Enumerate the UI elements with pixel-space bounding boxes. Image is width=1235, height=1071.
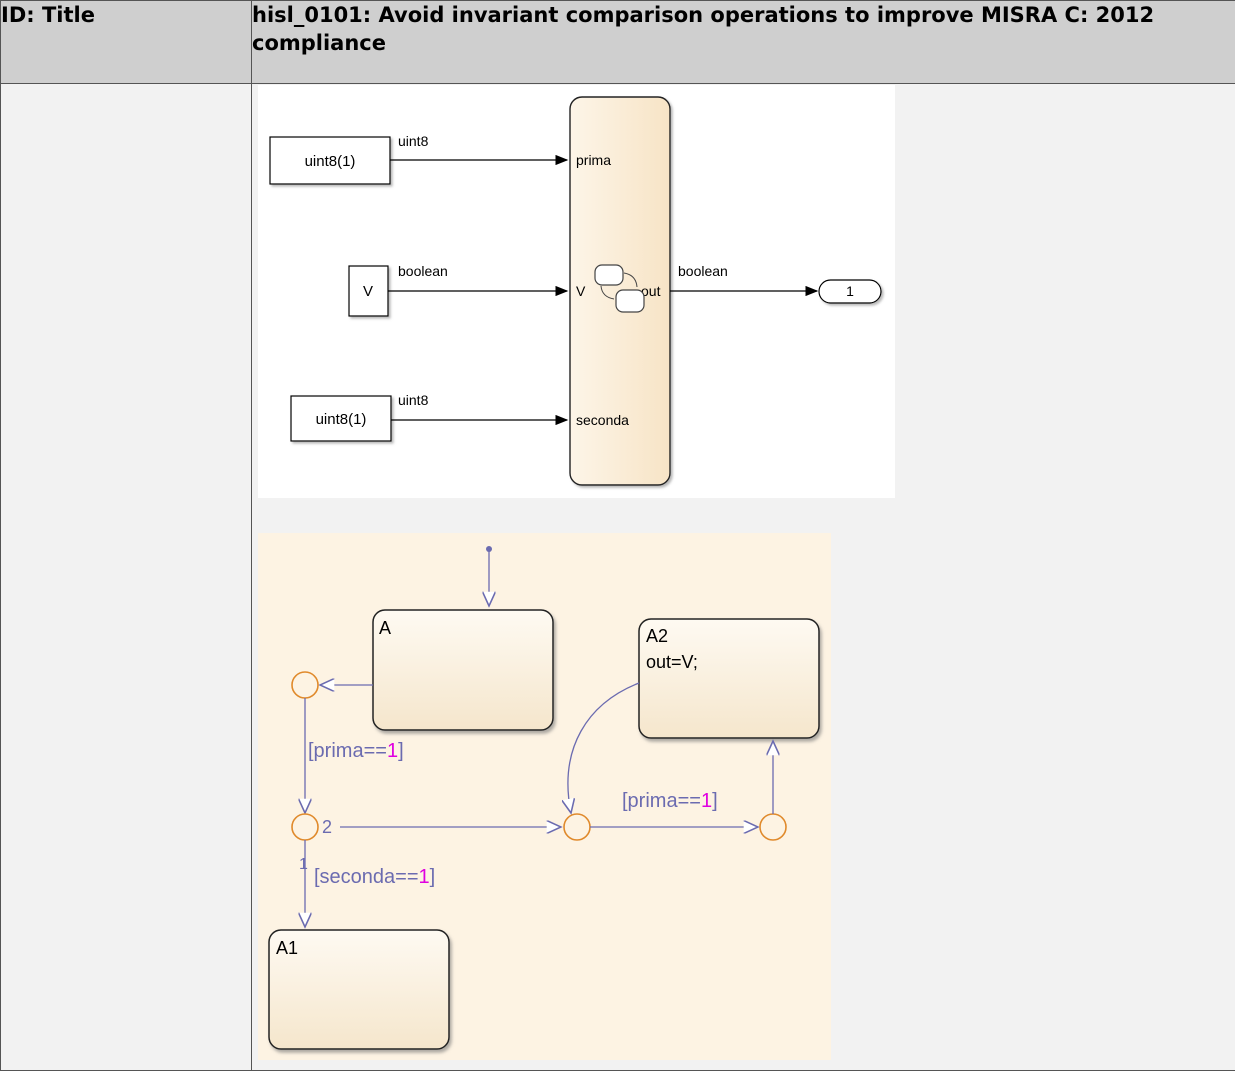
- constant-2-label: uint8(1): [316, 411, 367, 428]
- state-a2[interactable]: A2 out=V;: [638, 618, 820, 739]
- empty-cell: [0, 83, 252, 1071]
- constant-block-2[interactable]: uint8(1): [290, 395, 392, 442]
- inport-v-label: V: [363, 283, 373, 300]
- state-a-label: A: [379, 618, 391, 638]
- junction-3[interactable]: [563, 813, 591, 841]
- signal-type-1: uint8: [398, 133, 429, 149]
- simulink-diagram: uint8(1) uint8 V boolean uint8(1) uint8 …: [269, 96, 882, 486]
- simulink-model-figure: uint8(1) uint8 V boolean uint8(1) uint8 …: [258, 85, 895, 498]
- state-a2-label: A2: [646, 626, 668, 646]
- id-title-header: ID: Title: [0, 0, 252, 84]
- stateflow-chart-figure: A A2 out=V; A1 [prima==1] 2 1 [seconda==…: [258, 533, 831, 1060]
- signal-type-out: boolean: [678, 263, 728, 279]
- stateflow-chart-icon: [594, 264, 645, 313]
- outport-block[interactable]: 1: [818, 279, 882, 304]
- outport-label: 1: [846, 283, 854, 299]
- junction-2[interactable]: [291, 813, 319, 841]
- chart-port-out: out: [641, 283, 661, 299]
- guard-seconda: [seconda==1]: [314, 866, 435, 888]
- state-a1-label: A1: [276, 938, 298, 958]
- guard-prima-2: [prima==1]: [622, 790, 718, 812]
- state-a2-action: out=V;: [646, 652, 698, 672]
- header-row: ID: Title hisl_0101: Avoid invariant com…: [0, 0, 1235, 84]
- stateflow-diagram: A A2 out=V; A1 [prima==1] 2 1 [seconda==…: [268, 546, 820, 1050]
- stateflow-chart-block[interactable]: prima V out seconda: [569, 96, 671, 486]
- execution-order-1: 1: [299, 856, 308, 873]
- junction-4[interactable]: [759, 813, 787, 841]
- default-transition-dot: [486, 546, 492, 552]
- signal-type-v: boolean: [398, 263, 448, 279]
- chart-port-v: V: [576, 283, 586, 299]
- junction-1[interactable]: [291, 671, 319, 699]
- state-a[interactable]: A: [372, 609, 554, 731]
- guard-prima-1: [prima==1]: [308, 740, 404, 762]
- guideline-title: hisl_0101: Avoid invariant comparison op…: [251, 0, 1235, 84]
- execution-order-2: 2: [322, 817, 332, 837]
- transition-a2-to-junction-3[interactable]: [568, 682, 640, 813]
- chart-port-prima: prima: [576, 152, 611, 168]
- state-a1[interactable]: A1: [268, 929, 450, 1050]
- chart-port-seconda: seconda: [576, 412, 629, 428]
- constant-block-1[interactable]: uint8(1): [269, 136, 391, 185]
- constant-1-label: uint8(1): [305, 153, 356, 170]
- signal-type-2: uint8: [398, 392, 429, 408]
- inport-v-block[interactable]: V: [348, 265, 389, 317]
